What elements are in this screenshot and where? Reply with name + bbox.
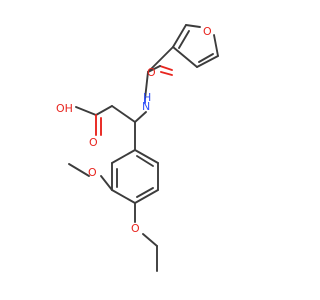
- benzene-ring: [111, 121, 159, 204]
- amide-nitrogen-label: N: [142, 100, 150, 113]
- methoxy-oxygen-label: O: [88, 166, 97, 179]
- molecule-structure: O O H N OH O O O: [56, 24, 219, 272]
- amide-group: [134, 46, 174, 123]
- acid-carbonyl-oxygen-label: O: [89, 136, 98, 149]
- methoxy-group: [68, 163, 113, 191]
- furan-oxygen-label: O: [203, 25, 212, 38]
- propanoic-acid-chain: [75, 105, 136, 136]
- amide-oxygen-label: O: [147, 66, 156, 79]
- ethoxy-oxygen-label: O: [131, 222, 140, 235]
- furan-ring: [172, 24, 219, 68]
- atom-labels: O O H N OH O O O: [56, 25, 212, 235]
- acid-hydroxyl-label: OH: [56, 102, 73, 115]
- amide-nitrogen-h-label: H: [143, 91, 151, 104]
- ethoxy-group: [134, 202, 158, 272]
